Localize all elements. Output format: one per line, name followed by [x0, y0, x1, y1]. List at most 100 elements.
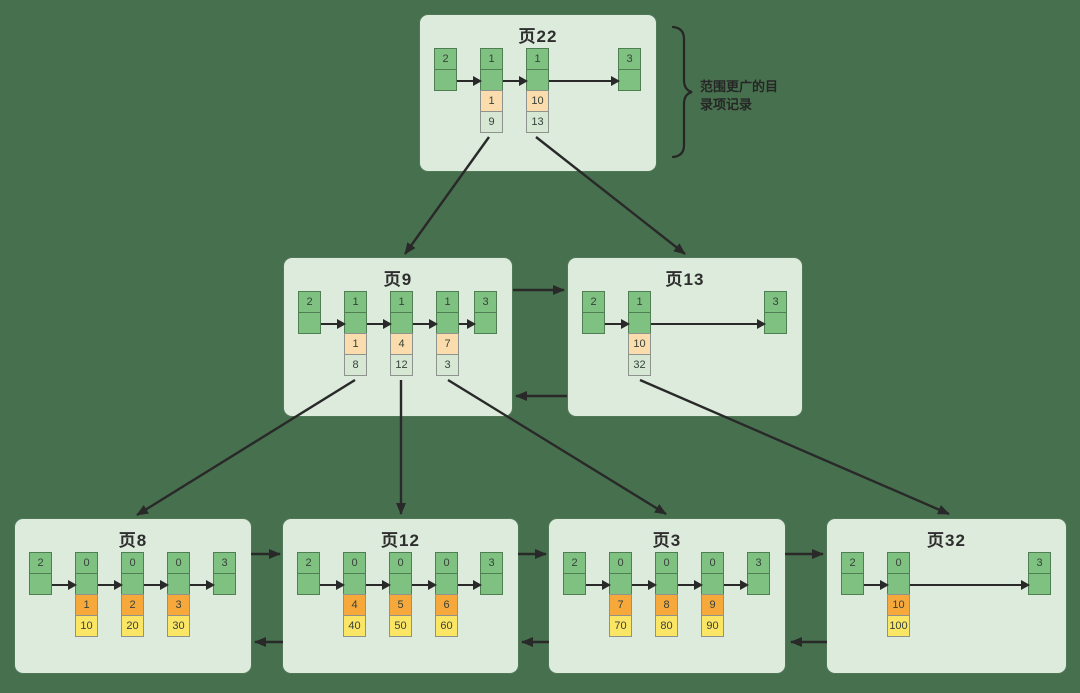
- infimum-type-cell: 2: [582, 291, 605, 313]
- next-record-arrow: [412, 580, 437, 590]
- supremum-pointer-cell: [764, 312, 787, 334]
- record-key-cell: 5: [389, 594, 412, 616]
- child-page-number-cell: 3: [436, 354, 459, 376]
- supremum-pointer-cell: [1028, 573, 1051, 595]
- infimum-column: 2: [29, 552, 52, 595]
- record-pointer-cell: [480, 69, 503, 91]
- record-value-cell: 20: [121, 615, 144, 637]
- record-key-cell: 7: [436, 333, 459, 355]
- infimum-pointer-cell: [29, 573, 52, 595]
- next-record-arrow: [98, 580, 123, 590]
- infimum-type-cell: 2: [297, 552, 320, 574]
- record-pointer-cell: [436, 312, 459, 334]
- record-value-cell: 40: [343, 615, 366, 637]
- next-record-arrow: [320, 580, 345, 590]
- curly-brace: [671, 25, 693, 159]
- supremum-column: 3: [474, 291, 497, 334]
- child-page-number-cell: 8: [344, 354, 367, 376]
- infimum-type-cell: 2: [841, 552, 864, 574]
- record-type-cell: 1: [480, 48, 503, 70]
- record-type-cell: 0: [389, 552, 412, 574]
- record-type-cell: 1: [628, 291, 651, 313]
- record-pointer-cell: [344, 312, 367, 334]
- next-record-arrow: [321, 319, 346, 329]
- infimum-type-cell: 2: [29, 552, 52, 574]
- supremum-pointer-cell: [474, 312, 497, 334]
- record-type-cell: 0: [121, 552, 144, 574]
- record-key-cell: 4: [343, 594, 366, 616]
- record-pointer-cell: [526, 69, 549, 91]
- next-record-arrow: [605, 319, 630, 329]
- supremum-pointer-cell: [213, 573, 236, 595]
- record-type-cell: 0: [343, 552, 366, 574]
- next-record-arrow: [678, 580, 703, 590]
- infimum-type-cell: 2: [298, 291, 321, 313]
- infimum-pointer-cell: [563, 573, 586, 595]
- record-pointer-cell: [628, 312, 651, 334]
- infimum-column: 2: [298, 291, 321, 334]
- record-value-cell: 80: [655, 615, 678, 637]
- next-record-arrow: [413, 319, 438, 329]
- record-type-cell: 0: [609, 552, 632, 574]
- infimum-column: 2: [841, 552, 864, 595]
- supremum-type-cell: 3: [1028, 552, 1051, 574]
- next-record-arrow: [549, 76, 620, 86]
- record-type-cell: 1: [436, 291, 459, 313]
- record-key-cell: 7: [609, 594, 632, 616]
- next-record-arrow: [651, 319, 766, 329]
- next-record-arrow: [458, 580, 482, 590]
- record-value-cell: 30: [167, 615, 190, 637]
- page-title: 页12: [381, 531, 420, 550]
- child-page-number-cell: 12: [390, 354, 413, 376]
- record-type-cell: 0: [167, 552, 190, 574]
- record-value-cell: 70: [609, 615, 632, 637]
- record-pointer-cell: [655, 573, 678, 595]
- infimum-pointer-cell: [298, 312, 321, 334]
- record-key-cell: 1: [344, 333, 367, 355]
- infimum-column: 2: [582, 291, 605, 334]
- record-key-cell: 10: [628, 333, 651, 355]
- next-record-arrow: [632, 580, 657, 590]
- next-record-arrow: [459, 319, 476, 329]
- infimum-type-cell: 2: [434, 48, 457, 70]
- next-record-arrow: [864, 580, 889, 590]
- root-annotation-line2: 录项记录: [700, 97, 753, 113]
- record-key-cell: 3: [167, 594, 190, 616]
- record-pointer-cell: [75, 573, 98, 595]
- supremum-type-cell: 3: [764, 291, 787, 313]
- next-record-arrow: [910, 580, 1030, 590]
- infimum-pointer-cell: [434, 69, 457, 91]
- record-type-cell: 0: [435, 552, 458, 574]
- next-record-arrow: [724, 580, 749, 590]
- supremum-type-cell: 3: [213, 552, 236, 574]
- child-page-number-cell: 32: [628, 354, 651, 376]
- next-record-arrow: [144, 580, 169, 590]
- record-value-cell: 60: [435, 615, 458, 637]
- record-type-cell: 1: [390, 291, 413, 313]
- supremum-column: 3: [1028, 552, 1051, 595]
- page-title: 页13: [665, 270, 705, 289]
- supremum-column: 3: [213, 552, 236, 595]
- record-key-cell: 2: [121, 594, 144, 616]
- infimum-pointer-cell: [297, 573, 320, 595]
- record-pointer-cell: [390, 312, 413, 334]
- record-pointer-cell: [343, 573, 366, 595]
- record-key-cell: 6: [435, 594, 458, 616]
- record-pointer-cell: [701, 573, 724, 595]
- record-key-cell: 10: [887, 594, 910, 616]
- record-type-cell: 0: [655, 552, 678, 574]
- supremum-column: 3: [764, 291, 787, 334]
- record-pointer-cell: [609, 573, 632, 595]
- next-record-arrow: [586, 580, 611, 590]
